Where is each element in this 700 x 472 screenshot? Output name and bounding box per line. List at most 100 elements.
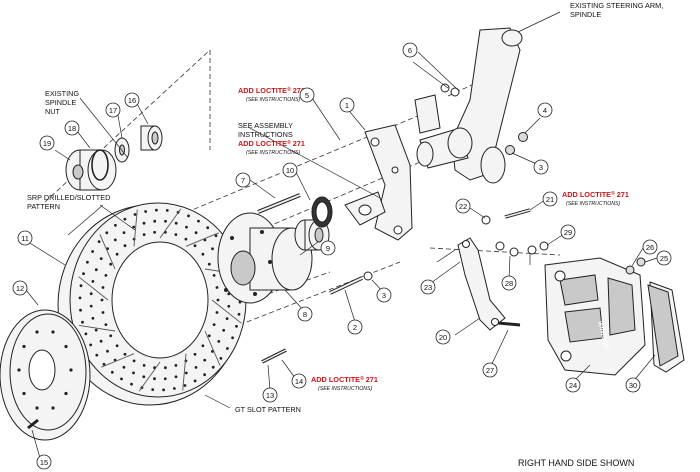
drill-hole — [207, 334, 211, 338]
drill-hole — [115, 344, 119, 348]
spindle-nut-part — [65, 149, 117, 191]
drill-hole — [79, 284, 83, 288]
svg-text:INSTRUCTIONS: INSTRUCTIONS — [238, 130, 293, 139]
callout-number: 26 — [646, 243, 654, 252]
drill-hole — [79, 308, 82, 312]
callout-21: 21 — [542, 191, 558, 207]
callout-18: 18 — [64, 120, 80, 136]
callout-number: 14 — [295, 377, 303, 386]
inner-bearing-part — [294, 219, 330, 251]
washer-3-part — [363, 271, 373, 281]
washer-29b-part — [539, 241, 549, 251]
drill-hole — [104, 323, 108, 326]
spindle-part — [414, 27, 523, 184]
drill-hole — [227, 304, 231, 308]
drill-hole — [207, 262, 211, 266]
steering-arm-label: EXISTING STEERING ARM, SPINDLE — [570, 1, 663, 19]
callout-number: 11 — [21, 234, 29, 243]
callout-number: 25 — [660, 254, 668, 263]
drill-hole — [142, 364, 146, 367]
drill-hole — [206, 226, 210, 230]
drill-hole — [81, 320, 84, 324]
svg-text:ADD LOCTITE®271: ADD LOCTITE®271 — [238, 139, 305, 148]
drill-hole — [132, 225, 136, 229]
drill-hole — [113, 358, 117, 362]
svg-text:(SEE INSTRUCTIONS): (SEE INSTRUCTIONS) — [566, 201, 620, 207]
washer-29-part — [527, 245, 537, 255]
drill-hole — [222, 328, 226, 332]
drill-hole — [225, 317, 229, 320]
hat-hole — [69, 368, 73, 372]
drill-hole — [216, 298, 220, 302]
svg-text:EXISTING: EXISTING — [45, 89, 79, 98]
nut-3-part — [505, 145, 515, 155]
rotor-slot — [133, 209, 138, 247]
drill-hole — [219, 357, 223, 360]
callout-number: 29 — [564, 228, 572, 237]
drill-hole — [185, 225, 188, 229]
callout-number: 28 — [505, 279, 513, 288]
drill-hole — [184, 371, 188, 375]
drill-hole — [113, 238, 117, 242]
hat-hole — [64, 344, 68, 349]
drill-hole — [132, 359, 136, 363]
washer-22-part — [481, 215, 491, 225]
callout-26: 26 — [642, 239, 658, 255]
rotor-slot — [79, 324, 116, 332]
rotor-slot — [182, 353, 187, 391]
svg-text:(SEE INSTRUCTIONS): (SEE INSTRUCTIONS) — [246, 150, 300, 156]
svg-text:(SEE INSTRUCTIONS): (SEE INSTRUCTIONS) — [246, 97, 300, 103]
assembly-label: SEE ASSEMBLY INSTRUCTIONS — [238, 121, 293, 139]
srp-pattern-label: SRP DRILLED/SLOTTED PATTERN — [27, 193, 110, 211]
callout-5: 5 — [299, 87, 315, 103]
rotor-part — [57, 202, 247, 406]
callout-10: 10 — [282, 162, 298, 178]
drill-hole — [101, 311, 105, 314]
callout-13: 13 — [262, 387, 278, 403]
washer-28b-part — [509, 247, 519, 257]
drill-hole — [174, 233, 178, 237]
drill-hole — [122, 231, 126, 235]
drill-hole — [217, 340, 221, 343]
callout-number: 24 — [569, 381, 577, 390]
cotter-pin-part — [91, 149, 109, 181]
drill-hole — [231, 336, 235, 340]
callout-29: 29 — [560, 224, 576, 240]
callout-number: 15 — [40, 458, 48, 467]
drill-hole — [97, 240, 101, 244]
callout-number: 18 — [68, 124, 76, 133]
drill-hole — [187, 214, 190, 218]
drill-hole — [102, 362, 106, 366]
drill-hole — [123, 244, 127, 248]
rotor-slot — [99, 234, 116, 270]
drill-hole — [91, 250, 94, 253]
drill-hole — [164, 219, 167, 223]
drill-hole — [101, 286, 105, 289]
callout-number: 3 — [539, 163, 543, 172]
drill-hole — [165, 209, 169, 212]
drill-hole — [194, 231, 198, 235]
rotor-slot — [159, 208, 182, 239]
callout-number: 1 — [345, 101, 349, 110]
bearing-part — [140, 125, 163, 151]
callout-number: 9 — [326, 244, 330, 253]
callout-28: 28 — [501, 275, 517, 291]
drill-hole — [109, 334, 113, 338]
svg-text:ADD LOCTITE®271: ADD LOCTITE®271 — [311, 375, 378, 384]
drill-hole — [174, 364, 178, 367]
drill-hole — [99, 257, 103, 260]
drill-hole — [173, 387, 176, 390]
callout-number: 20 — [439, 333, 447, 342]
callout-22: 22 — [455, 198, 471, 214]
drill-hole — [226, 347, 229, 350]
drill-hole — [194, 366, 198, 369]
drill-hole — [164, 366, 167, 370]
drill-hole — [203, 373, 207, 377]
drill-hole — [109, 262, 113, 266]
callout-25: 25 — [656, 250, 672, 266]
callout-23: 23 — [420, 279, 436, 295]
rotor-slot — [204, 330, 221, 366]
svg-text:PATTERN: PATTERN — [27, 202, 60, 211]
callout-20: 20 — [435, 329, 451, 345]
